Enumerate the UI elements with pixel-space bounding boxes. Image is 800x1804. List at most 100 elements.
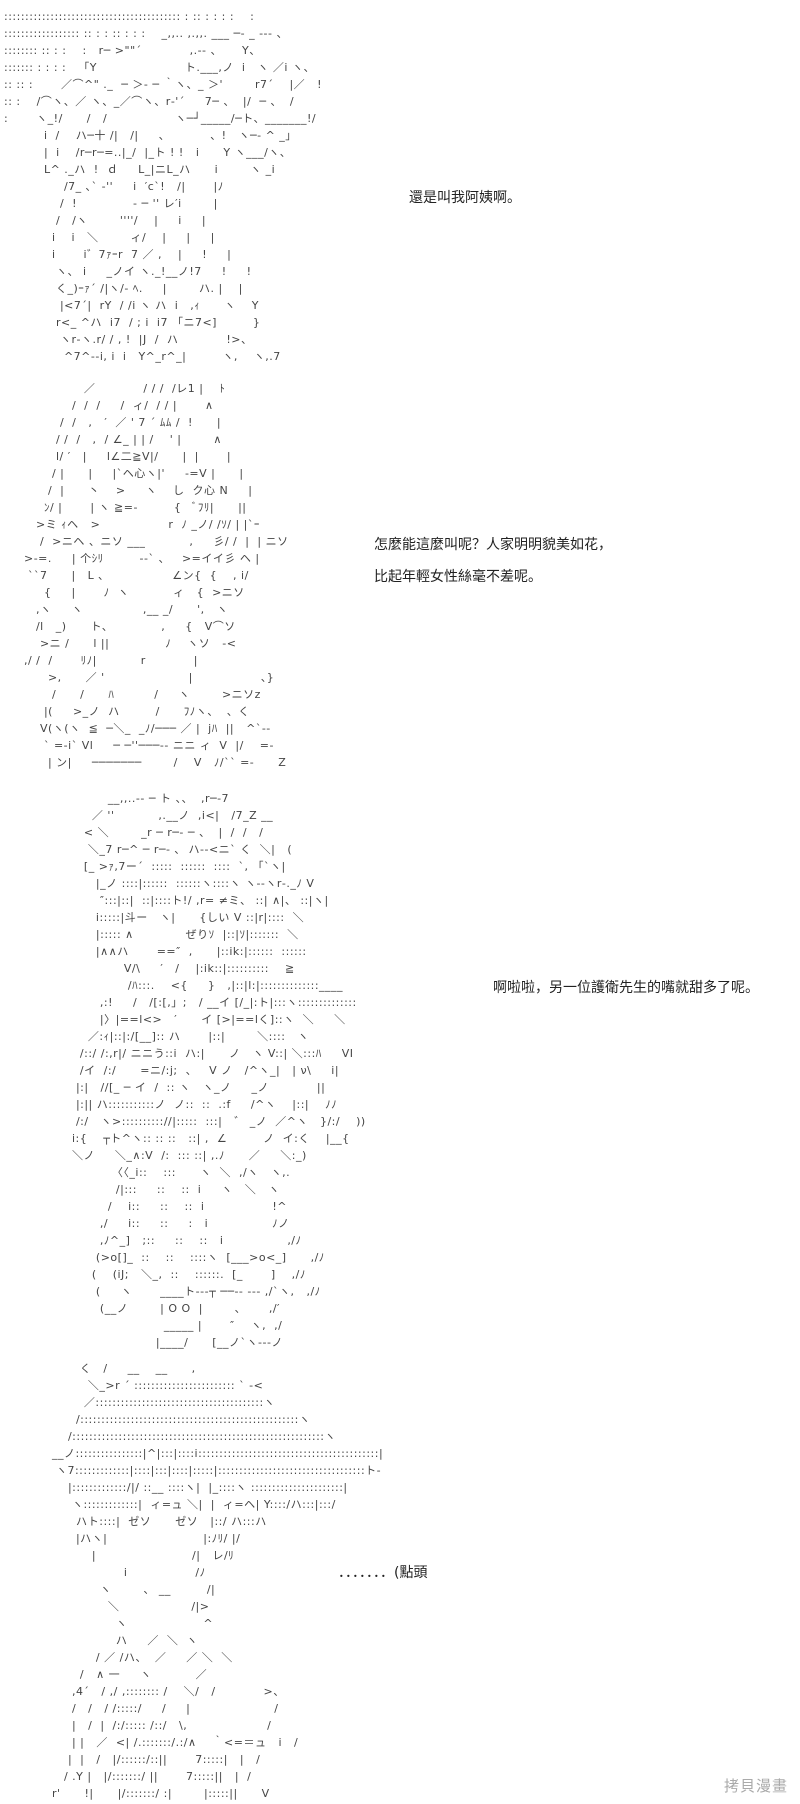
ascii-art-line: l/ ′ | l∠二≧V|/ | | | — [4, 450, 232, 463]
ascii-art-line: { | ﾉ ヽ ィ { >ニソ — [4, 586, 245, 599]
ascii-art-line: |:|| ハ:::::::::::ノ ノ:: :: .:f /^ヽ |::| ﾉ… — [4, 1098, 338, 1111]
ascii-art-line: /:::::::::::::::::::::::::::::::::::::::… — [4, 1413, 311, 1426]
ascii-art-line: _____ | ″ ヽ, ,/ — [4, 1319, 283, 1332]
ascii-art-line: < ＼ _r ─ r─‐ ─ 、 | / / / — [4, 826, 264, 839]
ascii-art-line: ／:::::::::::::::::::::::::::::::::::::::… — [4, 1396, 276, 1409]
ascii-art-line: ＼ノ ＼_∧:V /: ::: ::| ,.ﾉ ／ ＼:_) — [4, 1149, 307, 1162]
ascii-art-line: i:::::|斗ー ヽ| {しい V ::|r|:::: ＼ — [4, 911, 305, 924]
ascii-art-line: ヽ:::::::::::::| ィ=ュ ＼| | ィ=ヘ| Y::::/ハ:::… — [4, 1498, 336, 1511]
dialogue-1: 還是叫我阿姨啊。 — [409, 190, 521, 206]
ascii-art-line: |:::::::::::::/|/ ::__ ::::ヽ| |_::::ヽ ::… — [4, 1481, 348, 1494]
ascii-art-line: / ／ /ハ、 ／ ／ ＼ ＼ — [4, 1651, 233, 1664]
ascii-art-line: i / ハ─十 /| /| 、 、! ヽ─‐ ^ _」 — [4, 129, 297, 142]
ascii-art-line: :::::::: :: : : : r─ >""´ ,.-‐ 、 Y、 — [4, 44, 261, 57]
ascii-art-line: / | 丶 > ヽ し ク心 N | — [4, 484, 253, 497]
ascii-art-line: / | | |`ヘ心ヽ|' ‐=V | | — [4, 467, 244, 480]
dialogue-2-line-1: 怎麼能這麼叫呢？人家明明貌美如花， — [374, 537, 612, 553]
ascii-art-line: ／ '' ,.__ノ ,i<| /7_Z __ — [4, 809, 274, 822]
ascii-art-line: ＼_>r ´ :::::::::::::::::::::::: ` ‐< — [4, 1379, 264, 1392]
ascii-art-line: :: :: : ／⌒^" ._ ─ ＞‐ ─ ｀ヽ、_ ＞' r7´ |／ ! — [4, 78, 323, 91]
ascii-art-line: / / , ′ ／ ' 7 ´ ﾑﾑ / ! | — [4, 416, 222, 429]
ascii-art-line: ヽ、 i _ノイ ヽ._!__ノ!7 ! ! — [4, 265, 252, 278]
ascii-art-line: ` =‐i` Vl ─ ─''───‐‐ ニニ ィ V |/ =- — [4, 739, 274, 752]
ascii-art-line: / ∧ 一 ヽ ／ — [4, 1668, 208, 1681]
ascii-art-line: ::::::: : : : : 「Y ト.___,ノ i ヽ ／i ヽ、 — [4, 61, 315, 74]
dialogue-4: ．．．．．．．(點頭 — [338, 1565, 428, 1581]
ascii-art-line: |::::: ∧ ぜりｿ |::|ｿ|::::::: ＼ — [4, 928, 299, 941]
ascii-art-line: /イ /:/ =ニ/:j; 、 V ノ /^ヽ_| | ν\ i| — [4, 1064, 340, 1077]
ascii-art-line: / / / , / ∠_ | | / ' | ∧ — [4, 433, 222, 446]
ascii-art-line: / >ニヘ 、ニソ ___ , 彡/ / | | ニソ — [4, 535, 289, 548]
ascii-art-line: ( ヽ ____ト‐‐‐┬ ──‐‐ ‐‐‐ ,/`ヽ, ,/ﾉ — [4, 1285, 321, 1298]
ascii-art-line: i i ＼ ィ/ | | | — [4, 231, 215, 244]
ascii-art-line: >, ／ ' | 、} — [4, 671, 275, 684]
ascii-art-line: ヽ7:::::::::::::|::::|:::|::::|:::::|::::… — [4, 1464, 382, 1477]
ascii-art-line: :: : /⌒ヽ、／ ヽ、_／⌒ヽ、r‐'´ 7─ 、 |/ ─ 、 / — [4, 95, 295, 108]
ascii-art-line: ″:::|::| ::|::::ト!/ ,r= ≠ミ、 ::| ∧|、 ::|ヽ… — [4, 894, 329, 907]
ascii-art-figure-4: く / __ __ , ＼_>r ´ :::::::::::::::::::::… — [4, 1360, 383, 1802]
ascii-art-line: /7_ ､` ‐'' i ′c`! /| |ﾉ — [4, 180, 224, 193]
ascii-art-line: ^7^‐‐i, i i Y^_r^_| ヽ, ヽ,.7 — [4, 350, 281, 363]
ascii-art-figure-1: ::::::::::::::::::::::::::::::::::::::::… — [4, 8, 322, 365]
ascii-art-line: | | ／ <| /.:::::::/.:/∧ ｀<=＝ュ i / — [4, 1736, 299, 1749]
ascii-art-line: ハト::::| ゼソ ゼソ |::/ ハ:::ハ — [4, 1515, 267, 1528]
ascii-art-line: ``7 | L ､ ∠ン{ { , i/ — [4, 569, 249, 582]
ascii-art-line: :::::::::::::::::: :: : : :: : : : _,,..… — [4, 27, 288, 40]
ascii-art-line: / / ﾊ / ヽ >ニソz — [4, 688, 261, 701]
ascii-art-line: ,4´ / ,/ ,:::::::: / ＼/ / >、 — [4, 1685, 285, 1698]
ascii-art-line: / i:: :: :: i !^ — [4, 1200, 287, 1213]
ascii-art-line: /:/ ヽ>:::::::::://|::::: :::| ゛ _ノ ／^ヽ }… — [4, 1115, 366, 1128]
ascii-art-line: /l _) ト、 , { V⌒ソ — [4, 620, 236, 633]
ascii-art-line: r' !| |/:::::::/ :| |:::::|| V — [4, 1787, 270, 1800]
ascii-art-line: L^ ._ハ ! ｄ L_|ニL_ハ i ヽ _i — [4, 163, 276, 176]
ascii-art-line: /|::: :: :: i ヽ ＼ ヽ — [4, 1183, 280, 1196]
ascii-art-line: : ヽ_!/ / / ヽ─┘_____/─ト、_______!/ — [4, 112, 317, 125]
ascii-art-line: | i /r─r─=..|_/ |_ト ! ! i Y ヽ___/ヽ、 — [4, 146, 292, 159]
ascii-art-line: |( >_ノ ハ / ﾌﾉヽ、 、く — [4, 705, 250, 718]
ascii-art-line: / / / / ィ/ / / | ∧ — [4, 399, 214, 412]
ascii-art-line: ヽr‐ヽ.r/ / , ! |J / ハ !>、 — [4, 333, 253, 346]
ascii-art-figure-3: __,,..-‐ ─ ト 、、 ,r─‐7 ／ '' ,.__ノ ,i<| /7… — [4, 790, 366, 1351]
ascii-art-line: r<_ ^ハ i7 / ; i i7 「ニ7<] } — [4, 316, 261, 329]
ascii-art-line: ,/ / / ﾘﾉ| r | — [4, 654, 198, 667]
ascii-art-line: ﾝ/ | | ヽ ≧=- { ﾞﾌﾘ| || — [4, 501, 247, 514]
ascii-art-line: | /| レ/ﾘ — [4, 1549, 235, 1562]
ascii-art-line: ヽ ^ — [4, 1617, 214, 1630]
ascii-art-figure-2: ／ / / / /レ1 | ﾄ / / / / ィ/ / / | ∧ / / ,… — [4, 380, 289, 771]
dialogue-2-line-2: 比起年輕女性絲毫不差呢。 — [374, 569, 542, 585]
ascii-art-line: i:{ ┬ト^ヽ:: :: :: ::| , ∠ ノ イ:く |__{ — [4, 1132, 350, 1145]
ascii-art-line: |_ノ ::::|:::::: ::::::ヽ::::ヽ ヽ‐‐ヽr‐._ﾉ V — [4, 877, 315, 890]
ascii-art-line: ＼ /|> — [4, 1600, 210, 1613]
ascii-art-line: ハ ／ ＼ ヽ — [4, 1634, 198, 1647]
ascii-art-line: 〈〈_i:: ::: ヽ ＼ ,/ヽ ヽ,. — [4, 1166, 291, 1179]
ascii-art-line: | ン| ─────── / V ﾉ/`` =- Z — [4, 756, 287, 769]
ascii-art-line: (__ノ | O O | ､ ,/′ — [4, 1302, 281, 1315]
ascii-art-line: / /ヽ ''''/ | i | — [4, 214, 207, 227]
ascii-art-line: ／ / / / /レ1 | ﾄ — [4, 382, 226, 395]
ascii-art-line: ヽ 、 __ /| — [4, 1583, 216, 1596]
ascii-art-line: ,:! / /[:[,」; / __イ [/_|:ト|:::ヽ:::::::::… — [4, 996, 357, 1009]
ascii-art-line: /:::::::::::::::::::::::::::::::::::::::… — [4, 1430, 337, 1443]
ascii-art-line: く / __ __ , — [4, 1362, 196, 1375]
ascii-art-line: (>o[]_ :: :: ::::ヽ [___>o<_] ,/ﾉ — [4, 1251, 325, 1264]
ascii-art-line: i /ﾉ — [4, 1566, 206, 1579]
ascii-art-line: ::::::::::::::::::::::::::::::::::::::::… — [4, 10, 255, 23]
ascii-art-line: /ﾊ:::. <{ } ,|::|l:|::::::::::::::____ — [4, 979, 344, 992]
ascii-art-line: / .Y | |/:::::::/ || 7:::::|| | / — [4, 1770, 252, 1783]
ascii-art-line: __ノ::::::::::::::::|^|:::|::::i:::::::::… — [4, 1447, 384, 1460]
ascii-art-line: / / / /:::::/ / | / — [4, 1702, 279, 1715]
ascii-art-line: ,/ i:: :: : i ﾉノ — [4, 1217, 290, 1230]
ascii-art-line: >ミ ｨヘ > r ﾉ _ノ/ /ｿ/ | |`ｰ — [4, 518, 260, 531]
dialogue-3: 啊啦啦，另一位護衛先生的嘴就甜多了呢。 — [493, 980, 759, 996]
ascii-art-line: く_)ｰｧ´ /|ヽ/‐ ﾍ. | ハ. | | — [4, 282, 243, 295]
watermark-logo: 拷貝漫畫 — [723, 1777, 788, 1795]
ascii-art-line: V/\ ′ / |:ik::|:::::::::: ≧ — [4, 962, 295, 975]
ascii-art-line: ( (iJ; ＼_, :: ::::::. [_ ] ,/ﾉ — [4, 1268, 306, 1281]
ascii-art-line: ＼_7 r─^ ─ r─‐ ､ ハ‐‐<ニ` く ＼| ( — [4, 843, 293, 856]
ascii-art-line: |∧∧ハ ==″ , |::ik:|:::::: :::::: — [4, 945, 307, 958]
ascii-art-line: / ! ‐ ─ '' レ′i | — [4, 197, 218, 210]
ascii-art-line: | | / |/::::::/::|| 7:::::| | / — [4, 1753, 261, 1766]
ascii-art-line: |〉|==l<> ′ イ [>|==lく]::ヽ ＼ ＼ — [4, 1013, 346, 1026]
ascii-art-line: |:| //[_ ─ イ / :: ヽ ヽ_ノ _ノ || — [4, 1081, 326, 1094]
ascii-art-line: | / | /:/::::: /::/ \, / — [4, 1719, 272, 1732]
